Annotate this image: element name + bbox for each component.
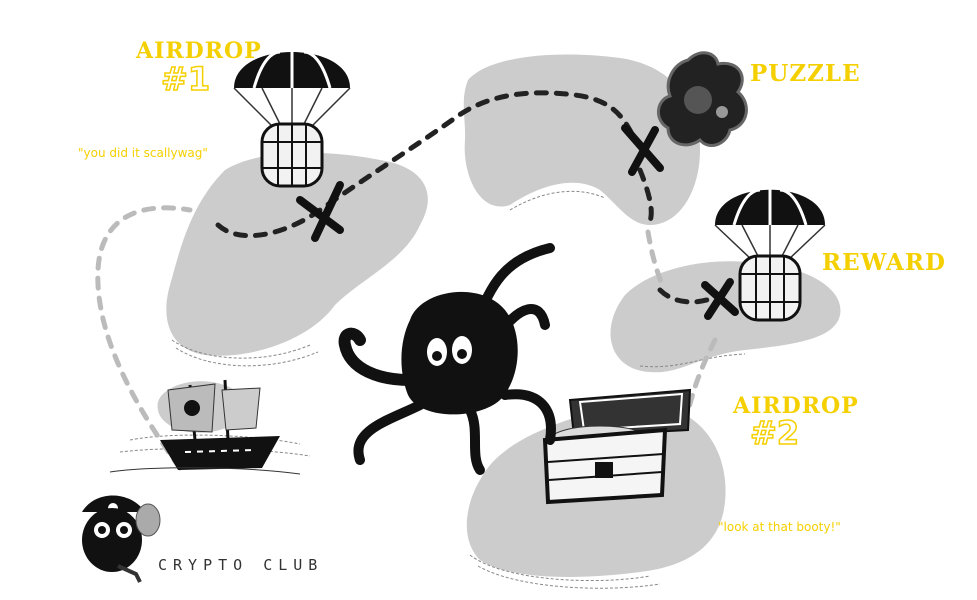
brand-name: CRYPTO CLUB [158, 556, 324, 574]
puzzle-title: PUZZLE [750, 60, 861, 87]
x-mark-icon [621, 124, 664, 176]
island-puzzle[interactable] [463, 54, 700, 225]
treasure-chest-icon[interactable] [542, 388, 692, 505]
airdrop1-title: AIRDROP [136, 38, 262, 64]
pirate-logo-icon [82, 495, 161, 583]
island-airdrop1[interactable] [166, 152, 428, 356]
airdrop1-number: #1 [160, 59, 211, 99]
x-mark-icon [701, 278, 739, 320]
reward-title: REWARD [822, 249, 946, 276]
airdrop2-number: #2 [749, 413, 800, 453]
parachute-barrel-icon[interactable] [714, 188, 826, 322]
pirate-ship-icon[interactable] [109, 379, 301, 475]
airdrop2-quote: "look at that booty!" [718, 520, 841, 534]
puzzle-piece-icon[interactable] [657, 51, 748, 147]
airdrop2-title: AIRDROP [733, 393, 859, 419]
x-mark-icon [296, 181, 344, 242]
x-mark-icons [296, 124, 739, 320]
octopus-icon[interactable] [338, 243, 556, 475]
parachute-barrel-icon[interactable] [233, 50, 351, 188]
airdrop1-quote: "you did it scallywag" [78, 146, 208, 160]
